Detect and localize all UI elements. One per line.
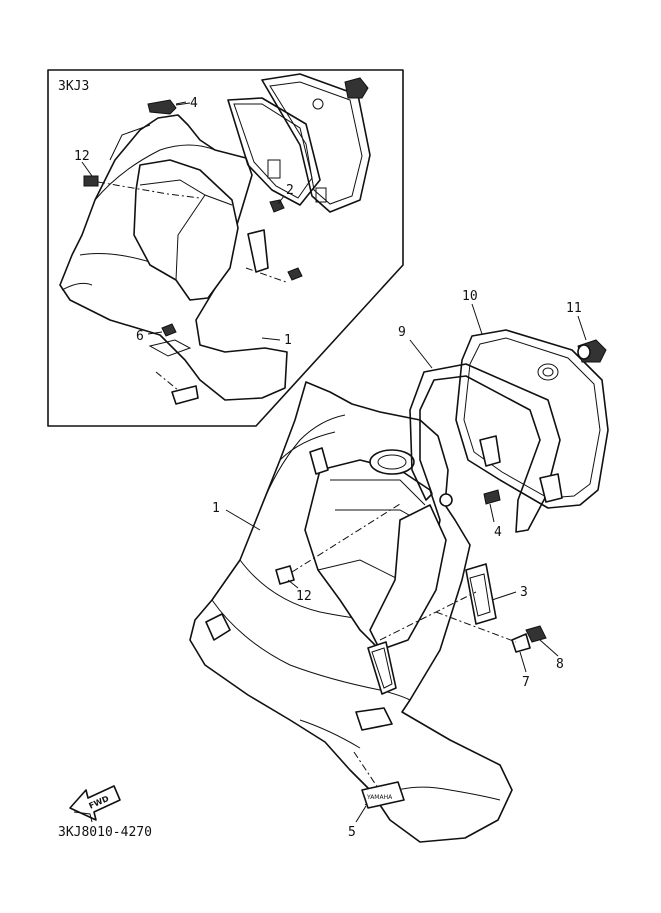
inset-cover-panel	[261, 73, 371, 213]
inset-nut-6	[161, 323, 177, 337]
callout-main-7: 7	[522, 675, 530, 690]
frame-bracket	[409, 363, 561, 533]
callout-main-12: 12	[296, 589, 312, 604]
inset-leg-shield	[59, 114, 288, 401]
inset-panel: 3KJ3	[47, 69, 404, 427]
inset-model-label: 3KJ3	[58, 79, 89, 94]
drawing-number: 3KJ8010-4270	[58, 825, 152, 840]
callout-main-9: 9	[398, 325, 406, 340]
bolt-8	[525, 625, 547, 643]
filler-ring	[369, 449, 415, 475]
bracket-3	[465, 563, 497, 625]
cover-hole	[537, 363, 559, 381]
cover-clip-left	[479, 435, 501, 467]
callout-main-10: 10	[462, 289, 478, 304]
inset-storage-box	[133, 159, 239, 301]
emblem-text: YAMAHA	[366, 794, 393, 801]
emblem-badge	[361, 781, 405, 809]
pocket-lid	[369, 504, 447, 651]
inset-clip-12	[83, 175, 99, 187]
main-assembly: YAMAHA 10 11 9 1 4 3 12 8 7 5	[189, 289, 609, 843]
callout-main-11: 11	[566, 301, 582, 316]
inset-screw-4	[147, 99, 177, 115]
cover-panel	[455, 329, 609, 509]
cover-clip-right	[539, 473, 563, 503]
side-vent	[205, 613, 231, 641]
callout-inset-12: 12	[74, 149, 90, 164]
inset-screw-small	[287, 267, 303, 281]
vent-slot	[367, 641, 397, 695]
fwd-arrow-icon: FWD	[69, 785, 121, 823]
screw-4	[483, 489, 501, 505]
cylinder-peg	[309, 447, 329, 475]
leg-shield	[189, 381, 513, 843]
callout-main-8: 8	[556, 657, 564, 672]
callout-main-5: 5	[348, 825, 356, 840]
callout-main-3: 3	[520, 585, 528, 600]
clip-12	[275, 565, 295, 585]
callout-main-1: 1	[212, 501, 220, 516]
callout-inset-1: 1	[284, 333, 292, 348]
inset-frame-bracket	[227, 97, 321, 206]
inset-screw-2	[269, 199, 285, 213]
callout-inset-4: 4	[190, 96, 198, 111]
nut-7	[511, 633, 531, 653]
inset-emblem	[171, 385, 199, 405]
inset-frame	[47, 69, 404, 427]
mount-tab	[355, 707, 393, 731]
callout-main-4: 4	[494, 525, 502, 540]
callout-inset-6: 6	[136, 329, 144, 344]
inset-bracket	[247, 229, 269, 273]
callout-inset-2: 2	[286, 183, 294, 198]
inset-grommet	[344, 77, 369, 99]
